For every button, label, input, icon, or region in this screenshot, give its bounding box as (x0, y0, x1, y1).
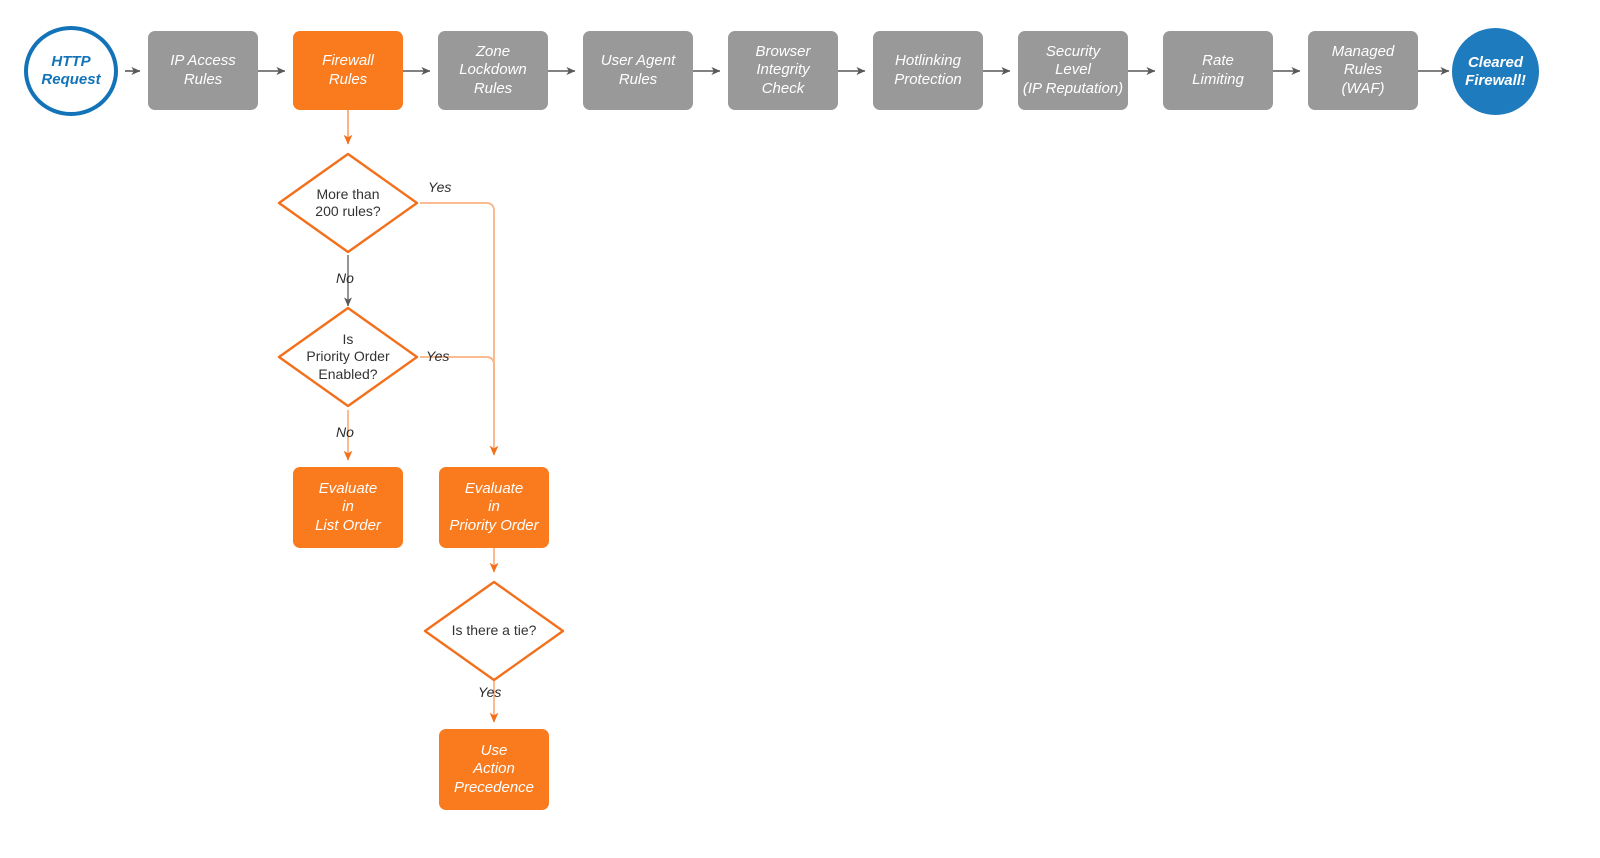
decision-is-there-a-tie[interactable]: Is there a tie? (423, 580, 565, 682)
decision-label: Is Priority Order Enabled? (306, 330, 390, 382)
edge-label-priority-no: No (336, 424, 354, 440)
outcome-evaluate-in-priority-order[interactable]: Evaluate in Priority Order (439, 467, 549, 548)
outcome-evaluate-in-list-order[interactable]: Evaluate in List Order (293, 467, 403, 548)
step-managed-rules-waf[interactable]: Managed Rules (WAF) (1308, 31, 1418, 110)
step-user-agent-rules[interactable]: User Agent Rules (583, 31, 693, 110)
edge-label-rules-yes: Yes (428, 179, 452, 195)
step-security-level-ip-reputation[interactable]: Security Level (IP Reputation) (1018, 31, 1128, 110)
edge-label-tie-yes: Yes (478, 684, 502, 700)
decision-more-than-200-rules[interactable]: More than 200 rules? (277, 152, 419, 254)
edge-label-priority-yes: Yes (426, 348, 450, 364)
decision-label: Is there a tie? (451, 622, 537, 639)
step-zone-lockdown-rules[interactable]: Zone Lockdown Rules (438, 31, 548, 110)
decision-label: More than 200 rules? (315, 185, 381, 220)
edge-label-rules-no: No (336, 270, 354, 286)
step-firewall-rules[interactable]: Firewall Rules (293, 31, 403, 110)
step-rate-limiting[interactable]: Rate Limiting (1163, 31, 1273, 110)
decision-is-priority-order-enabled[interactable]: Is Priority Order Enabled? (277, 306, 419, 408)
step-hotlinking-protection[interactable]: Hotlinking Protection (873, 31, 983, 110)
step-browser-integrity-check[interactable]: Browser Integrity Check (728, 31, 838, 110)
diamond-shape-icon (423, 580, 565, 682)
end-node-cleared-firewall[interactable]: Cleared Firewall! (1452, 28, 1539, 115)
outcome-use-action-precedence[interactable]: Use Action Precedence (439, 729, 549, 810)
start-node-http-request[interactable]: HTTP Request (24, 26, 118, 116)
step-ip-access-rules[interactable]: IP Access Rules (148, 31, 258, 110)
diamond-shape-icon (277, 306, 419, 408)
diamond-shape-icon (277, 152, 419, 254)
